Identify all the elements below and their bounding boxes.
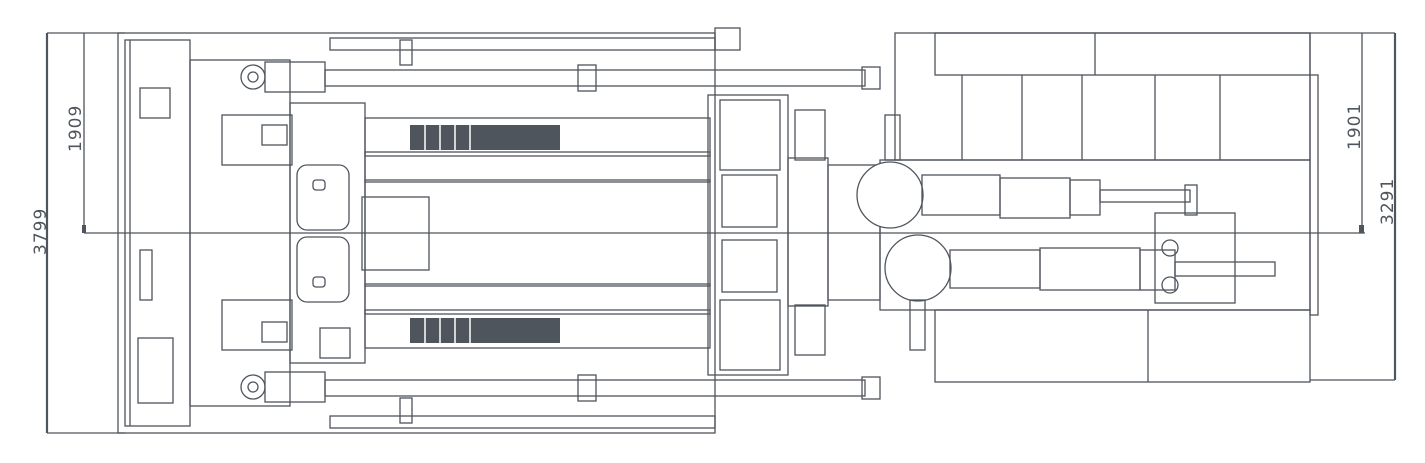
fixed-platen (707, 94, 881, 376)
hopper-top (856, 161, 924, 229)
dim-overall-right: 3291 (1378, 178, 1398, 225)
guard-panel-top (410, 125, 560, 150)
tie-bars (324, 27, 881, 429)
hopper-bottom (884, 234, 952, 302)
dimension-lines (45, 32, 1397, 434)
dim-half-left: 1909 (66, 105, 86, 152)
dim-overall-left: 3799 (31, 208, 51, 255)
moving-platen (289, 102, 430, 364)
guard-panel-bottom (410, 318, 560, 343)
dim-half-right: 1901 (1345, 103, 1365, 150)
hydraulic-cabinet (894, 32, 1319, 383)
